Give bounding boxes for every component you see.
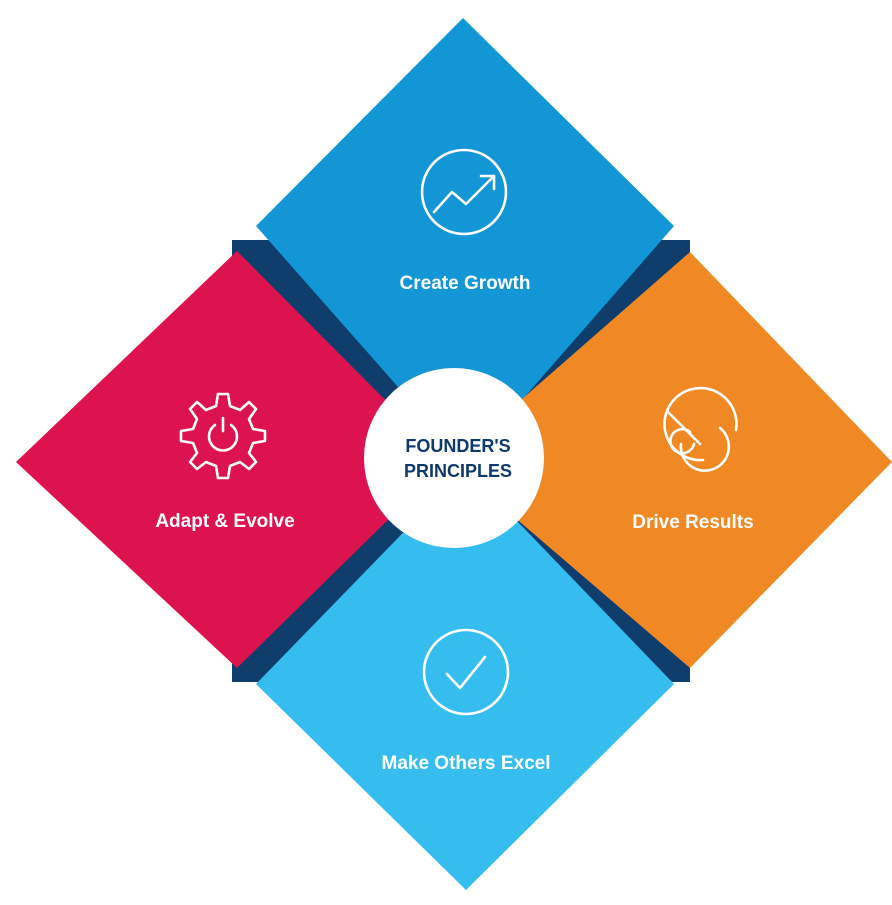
gear-icon <box>179 392 267 480</box>
checkmark-icon <box>422 628 510 716</box>
principle-drive-results: Drive Results <box>450 252 892 668</box>
drive-results-label: Drive Results <box>632 512 753 533</box>
top-diamond <box>256 18 674 464</box>
right-diamond <box>450 252 892 668</box>
center-title-line1: FOUNDER'S <box>405 436 510 456</box>
center-circle <box>364 368 544 548</box>
target-maze-icon <box>663 386 738 472</box>
center-badge: FOUNDER'S PRINCIPLES <box>364 368 544 548</box>
adapt-evolve-label: Adapt & Evolve <box>155 511 294 532</box>
growth-chart-icon <box>420 148 508 236</box>
bottom-diamond <box>256 468 674 890</box>
make-others-excel-label: Make Others Excel <box>382 753 551 774</box>
principle-adapt-evolve: Adapt & Evolve <box>16 251 447 668</box>
principle-make-others-excel: Make Others Excel <box>256 468 674 890</box>
create-growth-label: Create Growth <box>400 273 531 294</box>
center-title-line2: PRINCIPLES <box>404 461 512 481</box>
left-diamond <box>16 251 447 668</box>
principle-create-growth: Create Growth <box>256 18 674 464</box>
